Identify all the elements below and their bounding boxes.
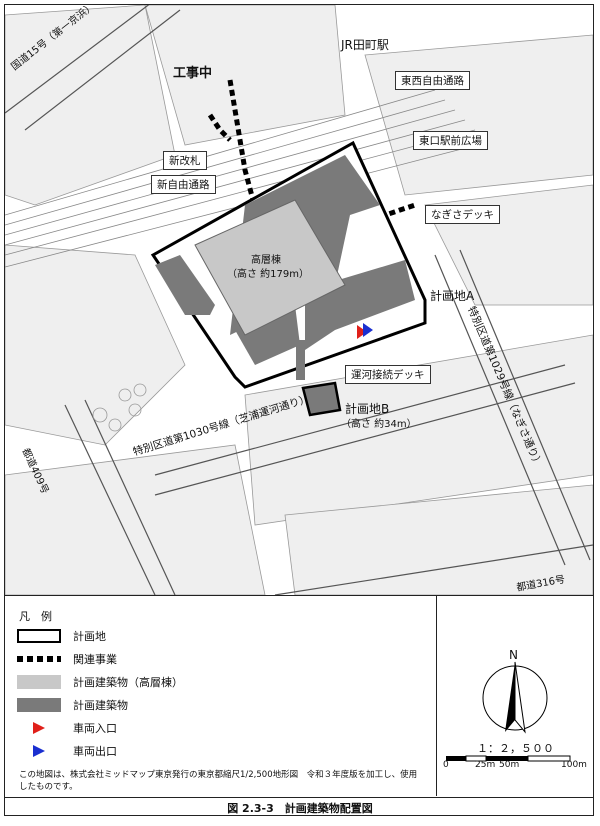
construction-label: 工事中 bbox=[173, 66, 213, 81]
callout-east-plaza: 東口駅前広場 bbox=[413, 131, 488, 150]
related-works bbox=[207, 79, 416, 220]
blue-triangle-icon bbox=[17, 744, 61, 758]
scale-ratio: １：２，５００ bbox=[477, 742, 554, 755]
legend-label-site: 計画地 bbox=[73, 630, 106, 643]
legend-label-entrance: 車両入口 bbox=[73, 722, 117, 735]
roads bbox=[4, 0, 594, 596]
caption-divider bbox=[5, 797, 593, 798]
legend-label-related: 関連事業 bbox=[73, 653, 117, 666]
tower-name: 高層棟 bbox=[251, 255, 281, 266]
site-b-height: （高さ 約34m） bbox=[341, 419, 417, 430]
site-map: JR田町駅 工事中 国道15号（第一京浜） 都道409号 特別区道第1030号線… bbox=[4, 0, 594, 596]
building-swatch bbox=[17, 698, 61, 712]
site-a-label: 計画地A bbox=[430, 289, 475, 303]
tower-building bbox=[194, 199, 346, 336]
dotted-line-swatch bbox=[17, 656, 61, 662]
vehicle-exit-marker bbox=[363, 323, 373, 337]
legend-label-building: 計画建築物 bbox=[73, 699, 128, 712]
legend-title: 凡 例 bbox=[19, 610, 52, 623]
legend-label-tower: 計画建築物（高層棟） bbox=[73, 676, 183, 689]
scale-tick-25: 25m bbox=[475, 760, 496, 770]
vehicle-entrance-marker bbox=[357, 325, 367, 339]
scale-panel: N １：２，５００ 0 25m 50m 100m bbox=[436, 596, 594, 796]
legend-item-entrance: 車両入口 bbox=[17, 720, 117, 736]
station-label: JR田町駅 bbox=[341, 38, 389, 52]
legend-item-related: 関連事業 bbox=[17, 651, 117, 667]
site-b-label: 計画地B bbox=[345, 402, 390, 416]
red-triangle-icon bbox=[17, 721, 61, 735]
figure-caption: 図 2.3-3 計画建築物配置図 bbox=[227, 802, 373, 815]
scale-bar bbox=[446, 755, 571, 762]
callout-canal-deck: 運河接続デッキ bbox=[345, 365, 431, 384]
map-canvas bbox=[4, 0, 594, 596]
legend: 凡 例 計画地 関連事業 計画建築物（高層棟） 計画建築物 車両入口 車両出口 … bbox=[5, 596, 435, 796]
scale-tick-100: 100m bbox=[561, 760, 587, 770]
callout-new-gate: 新改札 bbox=[163, 151, 207, 170]
site-b-boundary bbox=[301, 381, 342, 417]
legend-label-exit: 車両出口 bbox=[73, 745, 117, 758]
map-source-note: この地図は、株式会社ミッドマップ東京発行の東京都縮尺1/2,500地形図 令和３… bbox=[19, 770, 418, 792]
tower-swatch bbox=[17, 675, 61, 689]
scale-tick-0: 0 bbox=[443, 760, 449, 770]
tower-height: （高さ 約179m） bbox=[227, 269, 310, 280]
trees bbox=[92, 383, 147, 432]
north-label: N bbox=[509, 648, 518, 662]
callout-east-west-passage: 東西自由通路 bbox=[395, 71, 470, 90]
canal-deck bbox=[296, 340, 305, 380]
legend-item-tower: 計画建築物（高層棟） bbox=[17, 674, 183, 690]
callout-nagisa-deck: なぎさデッキ bbox=[425, 205, 500, 224]
site-boundary-swatch bbox=[17, 629, 61, 643]
map-divider bbox=[5, 595, 593, 596]
north-arrow-icon bbox=[482, 661, 548, 734]
legend-item-exit: 車両出口 bbox=[17, 743, 117, 759]
figure-frame bbox=[4, 4, 594, 816]
scale-tick-50: 50m bbox=[499, 760, 520, 770]
legend-item-site: 計画地 bbox=[17, 628, 106, 644]
legend-item-building: 計画建築物 bbox=[17, 697, 128, 713]
railway bbox=[4, 89, 486, 268]
callout-new-passage: 新自由通路 bbox=[151, 175, 216, 194]
